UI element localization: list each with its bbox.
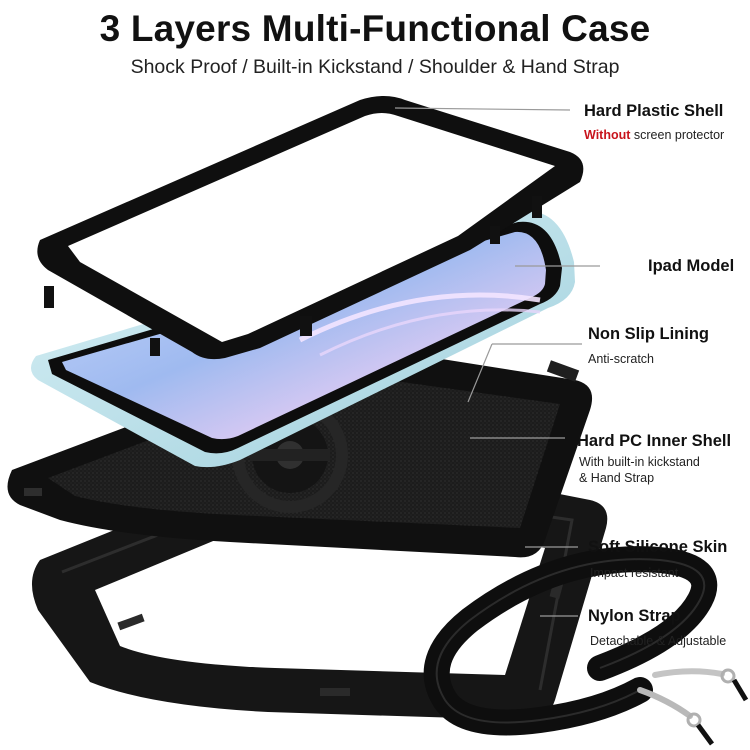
page-subtitle: Shock Proof / Built-in Kickstand / Shoul… [130,56,620,78]
label-title: Hard Plastic Shell [584,102,724,120]
label-title: Ipad Model [648,257,735,275]
label-title: Nylon Strap [588,607,681,625]
label-subtitle-line-1: With built-in kickstand [579,455,700,469]
label-subtitle: Anti-scratch [588,352,654,366]
label-subtitle: Detachable & Adjustable [590,634,727,648]
without-emphasis: Without [584,128,631,142]
label-title: Hard PC Inner Shell [577,432,732,450]
screen-protector-text: screen protector [630,128,725,142]
hard-pc-inner-shell [7,345,593,558]
strap-clip-2 [652,668,749,702]
label-subtitle-line-2: & Hand Strap [579,471,655,485]
page-title: 3 Layers Multi-Functional Case [99,8,651,49]
label-subtitle: Without screen protector [584,127,724,143]
label-subtitle: Impact resistant [590,566,679,580]
nylon-strap [423,546,749,746]
label-title: Soft Silicone Skin [588,538,728,556]
hard-plastic-shell [37,96,584,360]
strap-clip-1 [637,687,715,746]
leader-lines [394,107,600,617]
label-title: Non Slip Lining [588,325,709,343]
